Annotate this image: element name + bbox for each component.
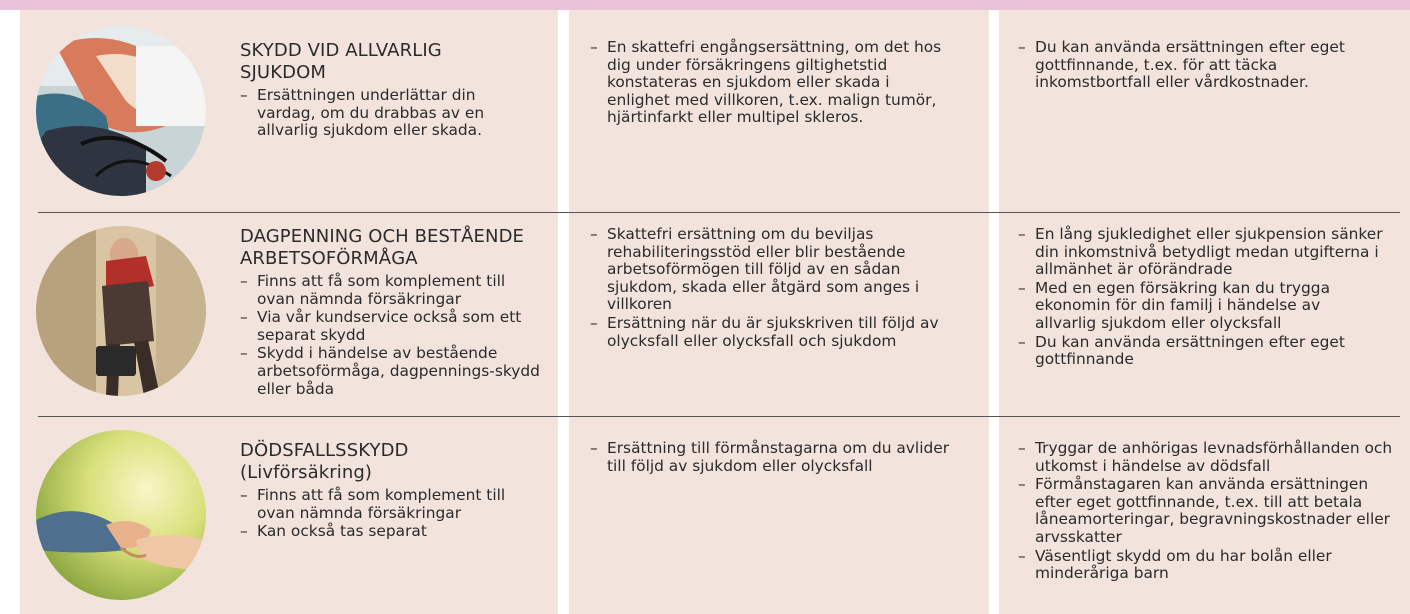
section-title: DAGPENNING OCH BESTÅENDE ARBETSOFÖRMÅGA [240, 226, 524, 270]
row-divider [38, 212, 1400, 213]
list-item: Du kan använda ersättningen efter eget g… [1018, 333, 1383, 369]
section-title-line: SKYDD VID ALLVARLIG [240, 40, 442, 61]
compensation-list: Skattefri ersättning om du beviljas reha… [590, 225, 965, 351]
section-title-line: ARBETSOFÖRMÅGA [240, 248, 418, 269]
list-item: Via vår kundservice också som ett separa… [240, 308, 540, 344]
section-intro-list: Finns att få som komplement till ovan nä… [240, 486, 540, 542]
section-intro-list: Finns att få som komplement till ovan nä… [240, 272, 540, 399]
section-title-line: DÖDSFALLSSKYDD [240, 440, 409, 461]
list-item: Skattefri ersättning om du beviljas reha… [590, 225, 965, 314]
row-divider [38, 416, 1400, 417]
list-item: Finns att få som komplement till ovan nä… [240, 486, 540, 522]
list-item: Finns att få som komplement till ovan nä… [240, 272, 540, 308]
list-item: Ersättning till förmånstagarna om du avl… [590, 439, 965, 475]
list-item: Skydd i händelse av bestående arbetsoför… [240, 345, 540, 398]
section-title-line: SJUKDOM [240, 62, 326, 83]
list-item: Ersättningen underlättar din vardag, om … [240, 86, 535, 140]
benefit-list: Tryggar de anhörigas levnadsförhållanden… [1018, 439, 1398, 584]
list-item: En skattefri engångsersättning, om det h… [590, 38, 955, 127]
businessman-photo [36, 226, 206, 396]
blood-pressure-photo [36, 26, 206, 196]
list-item: Kan också tas separat [240, 523, 540, 541]
benefit-list: En lång sjukledighet eller sjukpension s… [1018, 225, 1383, 370]
compensation-list: Ersättning till förmånstagarna om du avl… [590, 439, 965, 476]
list-item: Väsentligt skydd om du har bolån eller m… [1018, 547, 1398, 583]
holding-hands-photo [36, 430, 206, 600]
section-intro-list: Ersättningen underlättar din vardag, om … [240, 86, 535, 141]
list-item: Förmånstagaren kan använda ersättningen … [1018, 475, 1398, 546]
list-item: En lång sjukledighet eller sjukpension s… [1018, 225, 1383, 279]
section-title-line: (Livförsäkring) [240, 462, 373, 483]
list-item: Tryggar de anhörigas levnadsförhållanden… [1018, 439, 1398, 475]
list-item: Du kan använda ersättningen efter eget g… [1018, 38, 1363, 92]
top-accent-bar [0, 0, 1410, 10]
compensation-list: En skattefri engångsersättning, om det h… [590, 38, 955, 128]
section-title: SKYDD VID ALLVARLIG SJUKDOM [240, 40, 442, 84]
section-title: DÖDSFALLSSKYDD (Livförsäkring) [240, 440, 409, 484]
benefit-list: Du kan använda ersättningen efter eget g… [1018, 38, 1363, 93]
section-title-line: DAGPENNING OCH BESTÅENDE [240, 226, 525, 247]
list-item: Med en egen försäkring kan du trygga eko… [1018, 279, 1383, 333]
list-item: Ersättning när du är sjukskriven till fö… [590, 314, 965, 350]
